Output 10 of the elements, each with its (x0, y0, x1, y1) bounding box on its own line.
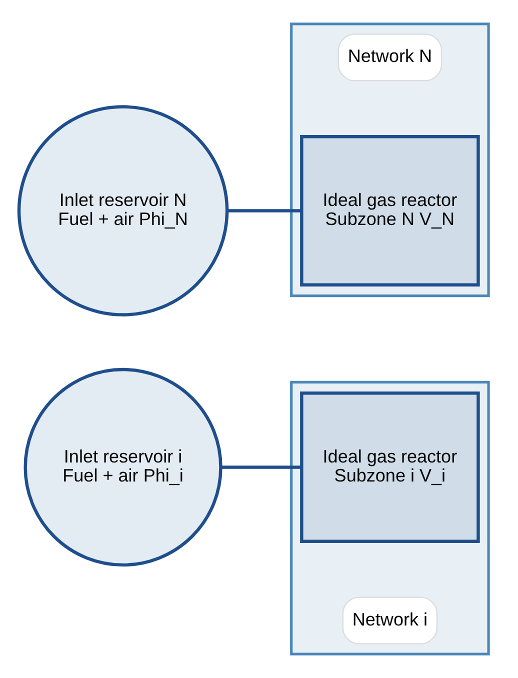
cluster (290, 380, 490, 656)
node-box: Network i (342, 596, 438, 644)
node-box: Ideal gas reactor Subzone N V_N (300, 135, 480, 286)
node-box: Ideal gas reactor Subzone i V_i (300, 392, 480, 543)
cluster (290, 22, 490, 298)
connector (227, 209, 302, 212)
node-circle: Inlet reservoir N Fuel + air Phi_N (17, 105, 229, 316)
node-box: Network N (338, 34, 442, 82)
connector (220, 466, 302, 469)
node-circle: Inlet reservoir i Fuel + air Phi_i (24, 368, 222, 567)
